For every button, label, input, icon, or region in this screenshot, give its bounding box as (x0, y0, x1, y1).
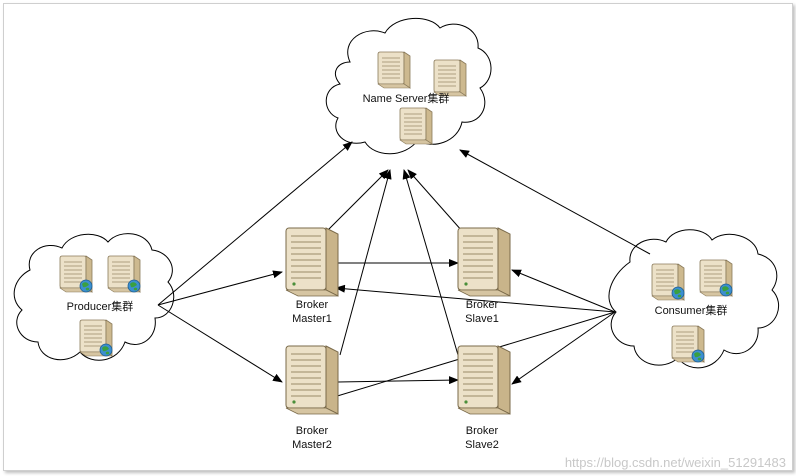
broker-slave1-server-icon (457, 227, 511, 297)
edge-producer-nameserver (157, 141, 353, 306)
broker-master2-line2: Master2 (292, 439, 332, 451)
broker-slave1-line1: Broker (465, 299, 499, 311)
broker-master1-line2: Master1 (292, 313, 332, 325)
edge-consumer-nameserver (459, 149, 651, 255)
broker-slave2-server-icon (457, 345, 511, 415)
name-server-label: Name Server集群 (362, 93, 450, 105)
edge-consumer-master1 (335, 284, 616, 313)
server-icon (399, 107, 433, 145)
consumer-cloud (608, 229, 779, 369)
edge-master2-slave2 (337, 376, 459, 385)
edge-producer-master1 (157, 270, 283, 306)
broker-master2-server-icon (285, 345, 339, 415)
edge-producer-master2 (157, 304, 283, 383)
edge-consumer-slave1 (511, 269, 616, 313)
globe-icon (127, 279, 141, 293)
broker-slave1-line2: Slave1 (465, 313, 499, 325)
globe-icon (79, 279, 93, 293)
globe-icon (99, 343, 113, 357)
broker-master1-server-icon (285, 227, 339, 297)
broker-master2-line1: Broker (295, 425, 329, 437)
edge-consumer-slave2 (511, 311, 616, 385)
server-icon (377, 51, 411, 89)
server-icon (433, 59, 467, 97)
broker-master1-line1: Broker (295, 299, 329, 311)
globe-icon (671, 286, 685, 300)
edge-master1-nameserver (325, 169, 389, 233)
globe-icon (719, 283, 733, 297)
broker-slave2-line2: Slave2 (465, 439, 499, 451)
connections (157, 141, 651, 402)
consumer-label: Consumer集群 (654, 305, 728, 317)
producer-label: Producer集群 (66, 301, 134, 313)
globe-icon (691, 349, 705, 363)
broker-slave2-line1: Broker (465, 425, 499, 437)
watermark: https://blog.csdn.net/weixin_51291483 (564, 455, 786, 470)
